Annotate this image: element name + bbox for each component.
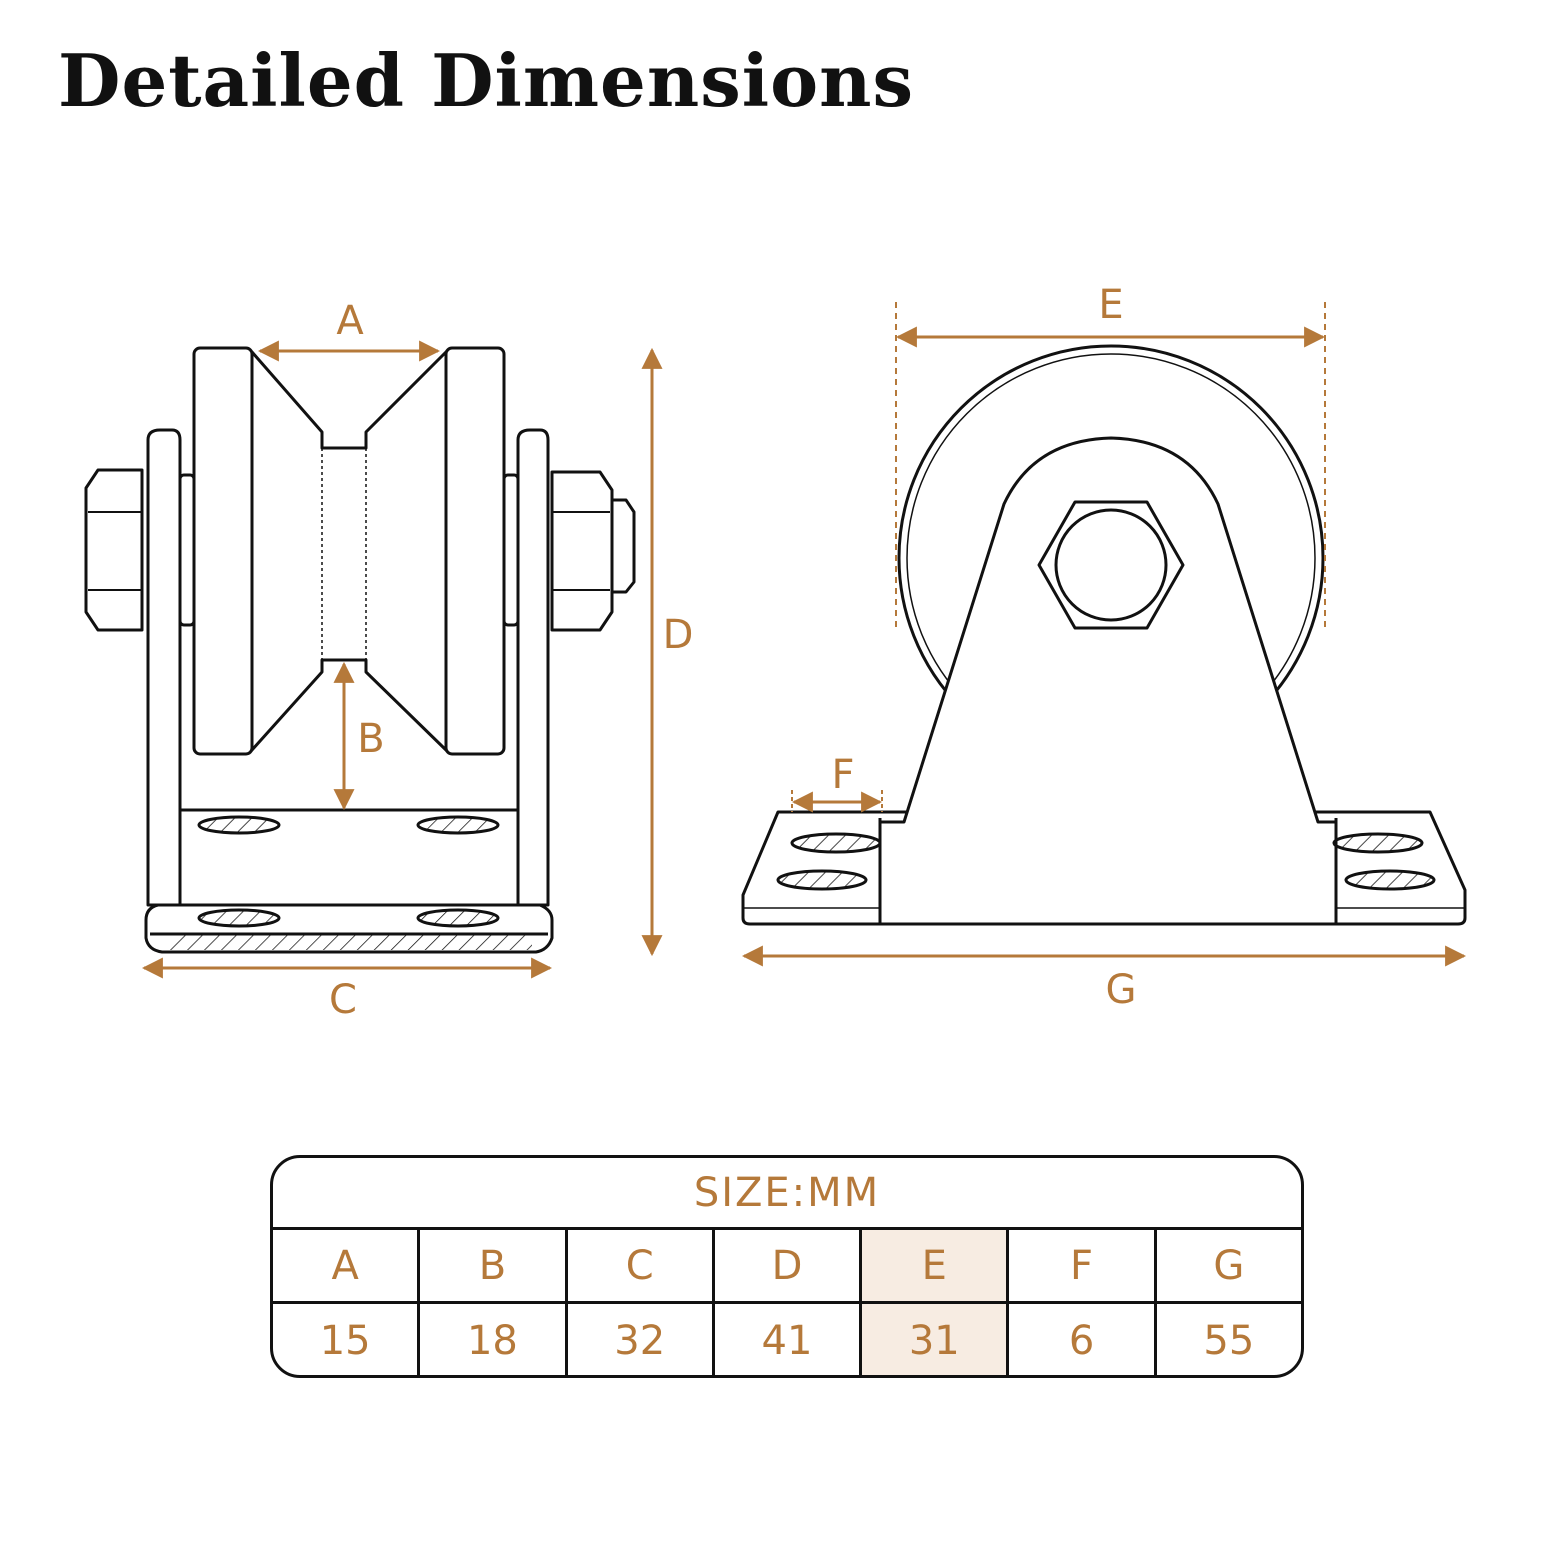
axle-bolt [1054,508,1168,622]
right-hex-nut [550,470,614,632]
bolt-tip [610,498,636,594]
value-cell-c: 32 [568,1304,715,1375]
left-side-plate [146,428,182,907]
table-value-row: 15 18 32 41 31 6 55 [273,1304,1301,1375]
table-header-row: A B C D E F G [273,1230,1301,1304]
label-e: E [1098,282,1123,328]
front-view [84,346,636,954]
header-cell-d: D [715,1230,863,1301]
header-cell-e: E [862,1230,1010,1301]
value-cell-f: 6 [1009,1304,1157,1375]
wheel-right-flange [444,346,506,756]
mount-hole [1332,832,1424,854]
label-c: C [329,977,357,1023]
value-cell-g: 55 [1203,1318,1255,1364]
label-d: D [663,612,694,658]
label-a: A [336,298,364,344]
mount-hole [776,869,868,891]
side-bracket [878,436,1338,926]
label-g: G [1106,967,1137,1013]
wheel-groove [250,350,448,752]
mount-hole [416,815,500,835]
value-cell-e: 31 [862,1304,1010,1375]
mount-hole [416,908,500,928]
value-cell-a: 15 [273,1304,421,1375]
header-cell-c: C [568,1230,715,1301]
mount-hole [197,815,281,835]
wheel-left-flange [192,346,254,756]
base-hatch [170,934,532,950]
table-caption: SIZE:MM [273,1158,1301,1230]
right-side-plate [516,428,550,907]
front-dimensions [141,340,663,979]
header-cell-g: G [1213,1242,1245,1289]
left-hex-nut [84,468,144,632]
dimension-drawing: A B C D [84,282,1467,1023]
label-f: F [831,752,854,798]
mount-hole [197,908,281,928]
header-cell-b: B [420,1230,568,1301]
side-view [741,344,1467,926]
size-table: SIZE:MM A B C D E F G 15 18 32 41 31 6 5… [270,1155,1304,1378]
side-dimensions [741,302,1467,967]
page-title: Detailed Dimensions [58,38,914,123]
header-cell-a: A [273,1230,421,1301]
header-cell-f: F [1009,1230,1157,1301]
mount-hole [1344,869,1436,891]
value-cell-b: 18 [420,1304,568,1375]
mount-hole [790,832,882,854]
value-cell-d: 41 [715,1304,863,1375]
label-b: B [357,716,384,762]
